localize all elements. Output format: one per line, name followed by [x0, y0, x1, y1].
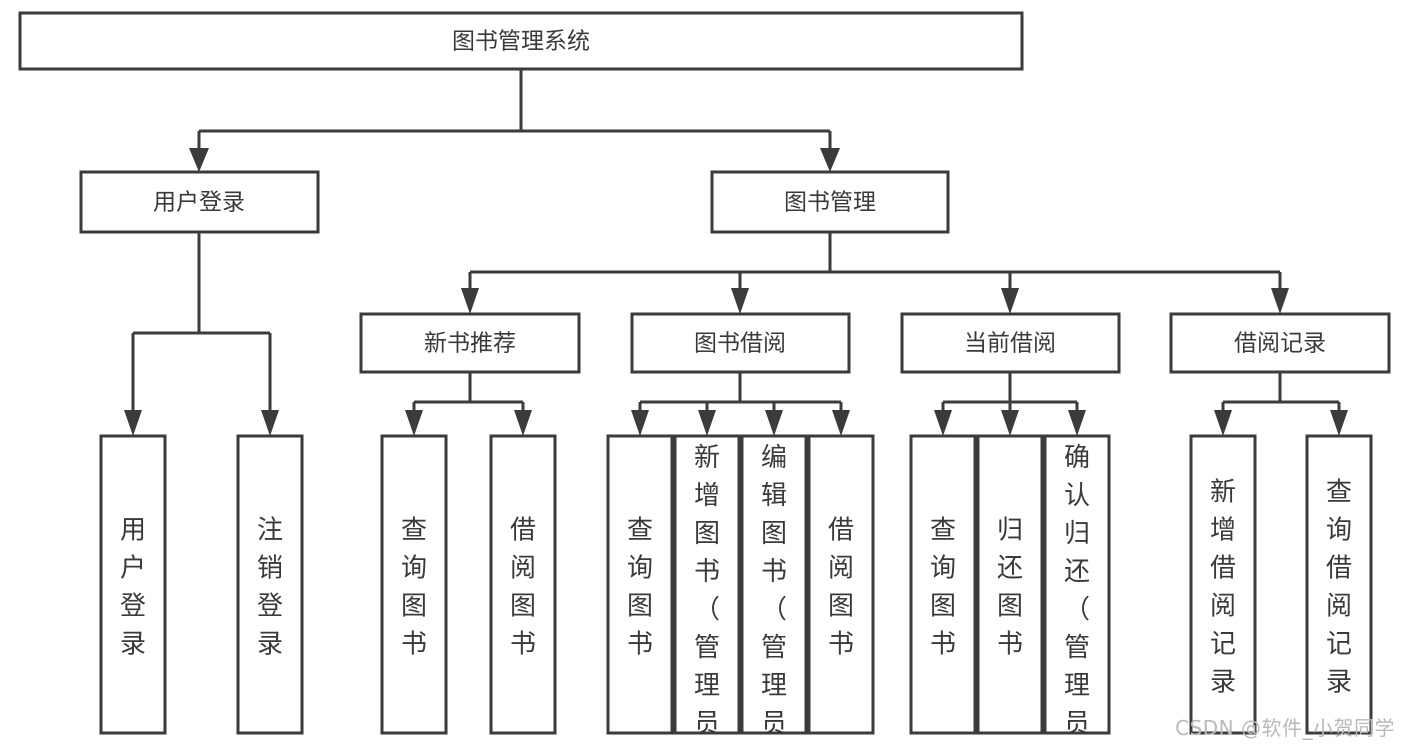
leaf-node[interactable]: 查询图书: [380, 434, 448, 735]
node-book-borrow-box[interactable]: [630, 312, 851, 374]
leaf-node[interactable]: 新增借阅记录: [1189, 434, 1257, 735]
arrowhead-nbr-leaf-2: [514, 410, 532, 436]
leaf-br-add-box[interactable]: [1189, 434, 1257, 735]
connector-group-book-manage: [461, 232, 1289, 314]
leaf-bb-edit-box[interactable]: [740, 434, 808, 735]
leaf-node[interactable]: 用户登录: [99, 434, 167, 735]
leaf-bb-edit-label: 编辑图书（管理员）: [761, 443, 787, 747]
node-user-login-label: 用户登录: [153, 190, 245, 216]
leaf-node[interactable]: 查询图书: [606, 434, 674, 735]
arrowhead-current-borrow: [1001, 288, 1019, 314]
leaf-node[interactable]: 注销登录: [236, 434, 304, 735]
leaf-cb-return-box[interactable]: [976, 434, 1044, 735]
leaf-logout-label: 注销登录: [257, 516, 283, 660]
leaf-nbr-query-label: 查询图书: [401, 516, 427, 660]
node-root[interactable]: 图书管理系统: [18, 11, 1024, 71]
leaf-nbr-borrow-box[interactable]: [489, 434, 557, 735]
leaf-cb-return-label: 归还图书: [997, 516, 1023, 660]
connector-group-new-book-recommend: [405, 372, 532, 436]
arrowhead-borrow-record: [1271, 288, 1289, 314]
node-user-login-box[interactable]: [79, 170, 320, 234]
leaf-node[interactable]: 查询图书: [909, 434, 977, 735]
arrowhead-bb-leaf-2: [698, 410, 716, 436]
arrowhead-leaf-user-login: [124, 410, 142, 436]
node-book-manage[interactable]: 图书管理: [710, 170, 950, 234]
leaf-logout-box[interactable]: [236, 434, 304, 735]
leaf-node[interactable]: 新增图书（管理员）: [673, 434, 741, 747]
leaf-node[interactable]: 查询借阅记录: [1305, 434, 1373, 735]
node-current-borrow-box[interactable]: [900, 312, 1121, 374]
node-book-borrow[interactable]: 图书借阅: [630, 312, 851, 374]
leaf-bb-borrow-box[interactable]: [807, 434, 875, 735]
node-current-borrow[interactable]: 当前借阅: [900, 312, 1121, 374]
connector-group-book-borrow: [631, 372, 850, 436]
leaf-node[interactable]: 确认归还（管理员）: [1043, 434, 1111, 747]
arrowhead-cb-leaf-2: [1001, 410, 1019, 436]
leaf-node[interactable]: 借阅图书: [807, 434, 875, 735]
connector-group-user-login: [124, 232, 279, 436]
leaf-cb-query-box[interactable]: [909, 434, 977, 735]
leaf-cb-query-label: 查询图书: [930, 516, 956, 660]
arrowhead-bb-leaf-1: [631, 410, 649, 436]
arrowhead-bb-leaf-4: [832, 410, 850, 436]
leaf-cb-confirm-label: 确认归还（管理员）: [1064, 443, 1090, 747]
node-root-label: 图书管理系统: [452, 29, 590, 55]
leaf-bb-borrow-label: 借阅图书: [828, 516, 854, 660]
arrowhead-br-leaf-2: [1330, 410, 1348, 436]
node-borrow-record-box[interactable]: [1169, 312, 1391, 374]
leaf-node[interactable]: 编辑图书（管理员）: [740, 434, 808, 747]
arrowhead-new-book-recommend: [461, 288, 479, 314]
arrowhead-br-leaf-1: [1214, 410, 1232, 436]
arrowhead-cb-leaf-3: [1068, 410, 1086, 436]
arrowhead-bb-leaf-3: [765, 410, 783, 436]
leaf-nbr-borrow-label: 借阅图书: [510, 516, 536, 660]
leaf-bb-add-label: 新增图书（管理员）: [694, 443, 720, 747]
leaf-cb-confirm-box[interactable]: [1043, 434, 1111, 735]
leaf-node[interactable]: 借阅图书: [489, 434, 557, 735]
connector-group-current-borrow: [934, 372, 1086, 436]
arrowhead-nbr-leaf-1: [405, 410, 423, 436]
leaf-node[interactable]: 归还图书: [976, 434, 1044, 735]
node-book-manage-label: 图书管理: [784, 190, 876, 216]
connector-group-borrow-record: [1214, 372, 1348, 436]
arrowhead-cb-leaf-1: [934, 410, 952, 436]
leaf-bb-query-box[interactable]: [606, 434, 674, 735]
leaf-bb-add-box[interactable]: [673, 434, 741, 735]
node-book-manage-box[interactable]: [710, 170, 950, 234]
node-root-box[interactable]: [18, 11, 1024, 71]
leaf-br-query-box[interactable]: [1305, 434, 1373, 735]
leaf-nbr-query-box[interactable]: [380, 434, 448, 735]
node-book-borrow-label: 图书借阅: [694, 331, 786, 357]
node-borrow-record-label: 借阅记录: [1234, 331, 1326, 357]
arrowhead-leaf-logout: [261, 410, 279, 436]
arrowhead-user-login: [189, 148, 209, 172]
connector-group-root: [189, 69, 840, 172]
node-new-book-recommend-box[interactable]: [359, 312, 581, 374]
node-borrow-record[interactable]: 借阅记录: [1169, 312, 1391, 374]
arrowhead-book-borrow: [731, 288, 749, 314]
arrowhead-book-manage: [820, 148, 840, 172]
leaf-bb-query-label: 查询图书: [627, 516, 653, 660]
node-new-book-recommend[interactable]: 新书推荐: [359, 312, 581, 374]
leaf-user-login-label: 用户登录: [120, 516, 146, 660]
leaf-user-login-box[interactable]: [99, 434, 167, 735]
leaf-br-query-label: 查询借阅记录: [1326, 478, 1352, 698]
node-user-login[interactable]: 用户登录: [79, 170, 320, 234]
node-new-book-recommend-label: 新书推荐: [424, 331, 516, 357]
leaf-br-add-label: 新增借阅记录: [1210, 478, 1236, 698]
node-current-borrow-label: 当前借阅: [964, 331, 1056, 357]
